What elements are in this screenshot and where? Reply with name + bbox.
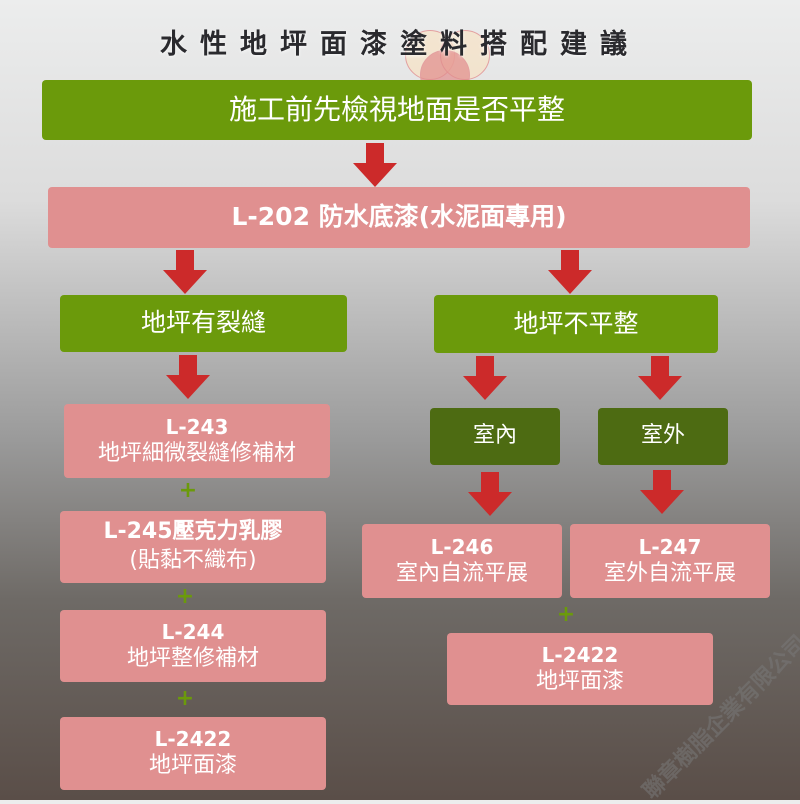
product-name: 地坪面漆 <box>148 753 237 779</box>
product-code: L-244 <box>161 619 225 644</box>
arrow-down-icon <box>468 472 512 516</box>
arrow-down-icon <box>166 355 210 399</box>
arrow-down-icon <box>548 250 592 294</box>
product-name: 地坪面漆 <box>535 668 624 694</box>
branch-label: 地坪不平整 <box>513 308 639 338</box>
product-l245: L-245壓克力乳膠 (貼黏不織布) <box>60 511 326 583</box>
arrow-down-icon <box>163 250 207 294</box>
product-code: L-2422 <box>154 727 232 752</box>
product-name: 地坪細微裂縫修補材 <box>97 440 296 466</box>
product-code: L-245壓克力乳膠 <box>103 519 283 545</box>
arrow-down-icon <box>640 470 684 514</box>
plus-icon: + <box>175 584 195 609</box>
plus-icon: + <box>556 602 576 627</box>
product-name: 地坪整修補材 <box>126 645 259 671</box>
branch-cracks: 地坪有裂縫 <box>60 295 347 352</box>
primer-label: L-202 防水底漆(水泥面專用) <box>231 202 567 232</box>
product-name: 室外自流平展 <box>603 560 736 586</box>
step-label: 施工前先檢視地面是否平整 <box>228 92 565 126</box>
indoor-box: 室內 <box>430 408 560 465</box>
product-name: (貼黏不織布) <box>129 548 257 573</box>
indoor-label: 室內 <box>472 423 517 449</box>
primer-box: L-202 防水底漆(水泥面專用) <box>48 187 750 248</box>
branch-uneven: 地坪不平整 <box>434 295 718 353</box>
branch-label: 地坪有裂縫 <box>140 308 266 338</box>
arrow-down-icon <box>463 356 507 400</box>
page-title: 水性地坪面漆塗料搭配建議 <box>160 29 640 60</box>
step-inspect-floor: 施工前先檢視地面是否平整 <box>42 80 752 140</box>
product-code: L-2422 <box>541 642 619 667</box>
product-name: 室內自流平展 <box>395 560 528 586</box>
plus-icon: + <box>178 478 198 503</box>
arrow-down-icon <box>353 143 397 187</box>
product-code: L-247 <box>638 534 702 559</box>
outdoor-label: 室外 <box>640 423 685 449</box>
plus-icon: + <box>175 686 195 711</box>
arrow-down-icon <box>638 356 682 400</box>
outdoor-box: 室外 <box>598 408 728 465</box>
product-code: L-243 <box>165 414 229 439</box>
product-code: L-246 <box>430 534 494 559</box>
